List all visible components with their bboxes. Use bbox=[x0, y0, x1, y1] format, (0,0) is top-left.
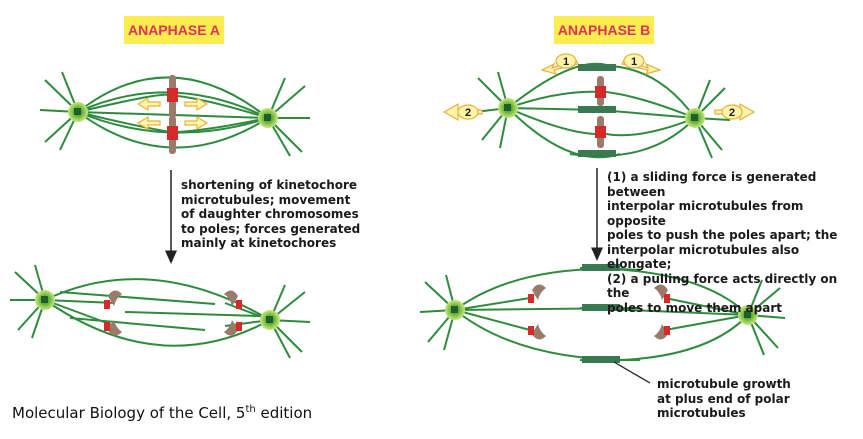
force-label-badges bbox=[457, 53, 743, 120]
anaphase-b-top-chromosomes bbox=[595, 76, 606, 148]
centriole bbox=[744, 311, 751, 318]
anaphase-b-title: ANAPHASE B bbox=[554, 16, 654, 44]
centriole bbox=[74, 108, 81, 115]
centriole bbox=[691, 114, 698, 121]
anaphase-b-top-overlap-zones bbox=[578, 64, 616, 157]
force-badge-2-right-text: 2 bbox=[729, 107, 735, 119]
anaphase-b-caption: (1) a sliding force is generated between… bbox=[607, 170, 838, 315]
centriole bbox=[266, 316, 273, 323]
anaphase-b-bottom-overlap-zones bbox=[582, 264, 620, 363]
source-citation: Molecular Biology of the Cell, 5th editi… bbox=[12, 404, 312, 422]
force-badge-2-left bbox=[457, 104, 479, 120]
force-badge-2-right bbox=[721, 104, 743, 120]
citation-text: Molecular Biology of the Cell, 5 bbox=[12, 404, 246, 422]
force-badge-2-left-text: 2 bbox=[465, 107, 471, 119]
force-badge-1-right-text: 1 bbox=[631, 56, 637, 68]
centriole bbox=[451, 306, 458, 313]
anaphase-a-caption: shortening of kinetochore microtubules; … bbox=[181, 178, 361, 250]
anaphase-a-top-chromosomes bbox=[167, 75, 178, 154]
citation-suffix: edition bbox=[255, 404, 313, 422]
citation-superscript: th bbox=[245, 404, 256, 415]
centriole bbox=[41, 296, 48, 303]
anaphase-a-bottom-chromosomes bbox=[104, 290, 242, 336]
force-badge-1-right bbox=[623, 53, 645, 69]
force-badge-labels: 1 1 2 2 bbox=[465, 56, 735, 119]
growth-caption: microtubule growth at plus end of polar … bbox=[657, 377, 791, 420]
anaphase-b-bottom-chromosomes bbox=[528, 284, 670, 340]
growth-leader-line bbox=[613, 361, 651, 384]
force-badge-1-left-text: 1 bbox=[563, 56, 569, 68]
centriole bbox=[264, 114, 271, 121]
force-badge-1-left bbox=[555, 53, 577, 69]
anaphase-a-top-force-arrows bbox=[136, 96, 209, 131]
centriole bbox=[504, 104, 511, 111]
anaphase-a-title: ANAPHASE A bbox=[124, 16, 224, 44]
